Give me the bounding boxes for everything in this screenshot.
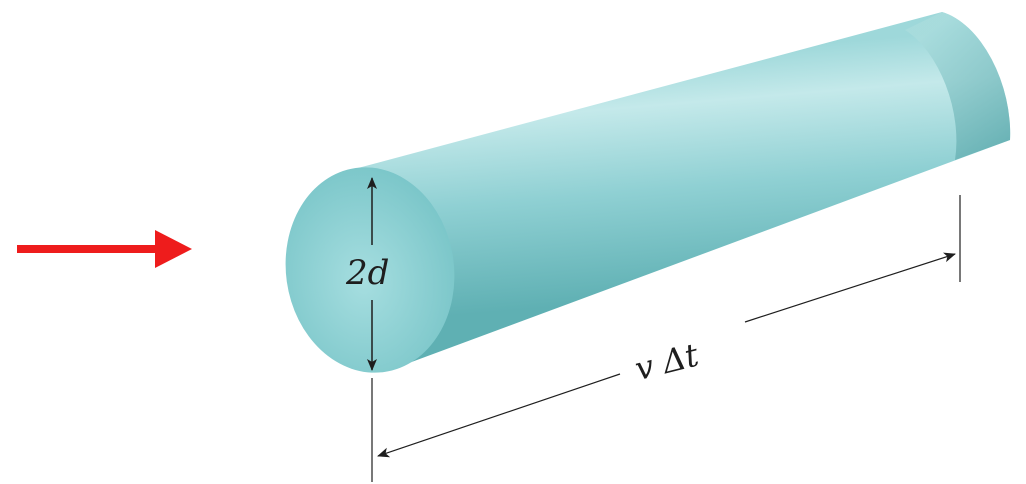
diameter-label: 2d: [345, 253, 389, 293]
cylinder-front-cap: [285, 167, 455, 373]
cylinder: [285, 12, 1011, 373]
cylinder-far-end: [905, 12, 1011, 160]
diameter-dimension: 2d: [345, 177, 389, 371]
length-label-v: v: [631, 347, 658, 388]
length-label-dt: Δt: [656, 336, 702, 382]
cylinder-body: [358, 12, 1011, 370]
incoming-arrow: [17, 230, 192, 268]
